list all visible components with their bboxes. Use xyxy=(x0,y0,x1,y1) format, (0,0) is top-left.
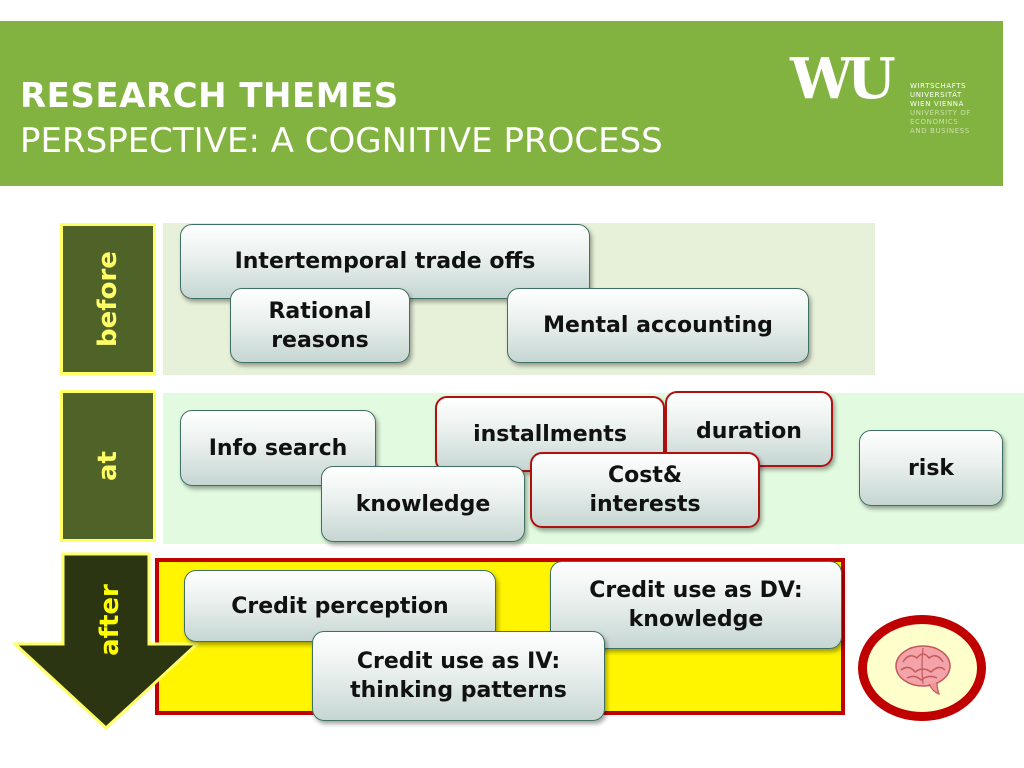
node-credit-use-iv: Credit use as IV: thinking patterns xyxy=(312,631,605,721)
logo-line: WIRTSCHAFTS xyxy=(910,82,967,90)
node-label: Credit use as DV: knowledge xyxy=(589,578,803,632)
stage-after-label: after xyxy=(95,584,125,656)
node-label: knowledge xyxy=(355,491,491,517)
logo-line: UNIVERSITY OF xyxy=(910,109,972,117)
logo-line: ECONOMICS xyxy=(910,118,959,126)
node-risk: risk xyxy=(859,430,1003,506)
logo-letters: WU xyxy=(790,46,896,112)
node-intertemporal-trade-offs: Intertemporal trade offs xyxy=(180,224,590,299)
brain-badge xyxy=(858,615,986,721)
node-label: duration xyxy=(696,419,802,444)
stage-before: before xyxy=(60,223,156,375)
stage-before-label: before xyxy=(93,251,123,347)
node-label: risk xyxy=(907,455,955,481)
node-label: Cost& interests xyxy=(589,463,701,517)
node-label: Credit use as IV: thinking patterns xyxy=(350,649,567,703)
brain-icon xyxy=(895,645,951,695)
page-title: RESEARCH THEMES xyxy=(20,76,399,116)
node-knowledge: knowledge xyxy=(321,466,525,542)
down-arrow-icon xyxy=(13,552,199,730)
university-logo: WU WIRTSCHAFTS UNIVERSITÄT WIEN VIENNA U… xyxy=(790,46,971,146)
node-cost-interests: Cost& interests xyxy=(530,452,760,528)
node-label: installments xyxy=(473,421,627,447)
node-mental-accounting: Mental accounting xyxy=(507,288,809,363)
logo-line: WIEN VIENNA xyxy=(910,100,965,108)
node-label: Credit perception xyxy=(231,593,449,619)
node-rational-reasons: Rational reasons xyxy=(230,288,410,363)
logo-line: UNIVERSITÄT xyxy=(910,91,962,99)
page-subtitle: PERSPECTIVE: A COGNITIVE PROCESS xyxy=(20,121,663,161)
stage-at-label: at xyxy=(93,451,123,481)
node-label: Mental accounting xyxy=(543,313,773,338)
header-banner xyxy=(0,21,1003,186)
logo-text: WIRTSCHAFTS UNIVERSITÄT WIEN VIENNA UNIV… xyxy=(910,82,980,136)
logo-line: AND BUSINESS xyxy=(910,127,970,135)
node-label: Info search xyxy=(208,435,348,461)
stage-at: at xyxy=(60,390,156,542)
node-label: Rational reasons xyxy=(268,298,372,353)
node-label: Intertemporal trade offs xyxy=(234,249,536,274)
node-credit-perception: Credit perception xyxy=(184,570,496,642)
